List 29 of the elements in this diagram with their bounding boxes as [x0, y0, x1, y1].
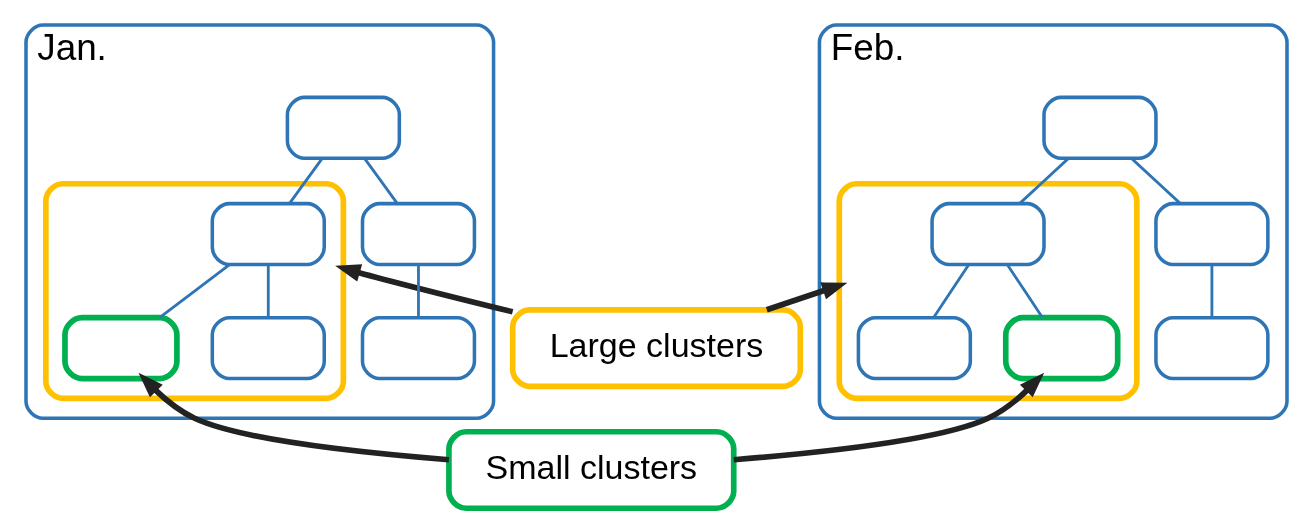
- node-box: [360, 201, 477, 267]
- connector: [1210, 264, 1214, 318]
- node-box: Large clusters: [509, 307, 804, 390]
- connector: [159, 263, 231, 319]
- node-box: [856, 315, 973, 381]
- node-box: [1154, 201, 1270, 267]
- node-box: [1042, 95, 1158, 161]
- connector: [363, 157, 399, 205]
- node-box: [62, 314, 180, 382]
- node-box: [930, 201, 1046, 267]
- connector: [417, 264, 420, 318]
- node-box: Small clusters: [446, 428, 737, 512]
- node-box: [210, 315, 326, 381]
- node-box: [210, 201, 326, 267]
- node-box: [1154, 315, 1270, 381]
- connector: [1130, 157, 1182, 205]
- cluster: [836, 180, 1140, 402]
- connector: [266, 264, 270, 318]
- cluster: [43, 180, 347, 402]
- node-box: [285, 95, 402, 161]
- node-box: [360, 315, 477, 381]
- arrow: [733, 372, 1045, 463]
- node-box: [1002, 314, 1121, 382]
- connector: [932, 263, 970, 319]
- arrow: [765, 282, 848, 313]
- connector: [1006, 263, 1044, 319]
- cluster: Jan.: [24, 23, 496, 421]
- arrow: [335, 264, 514, 315]
- arrow: [138, 372, 450, 463]
